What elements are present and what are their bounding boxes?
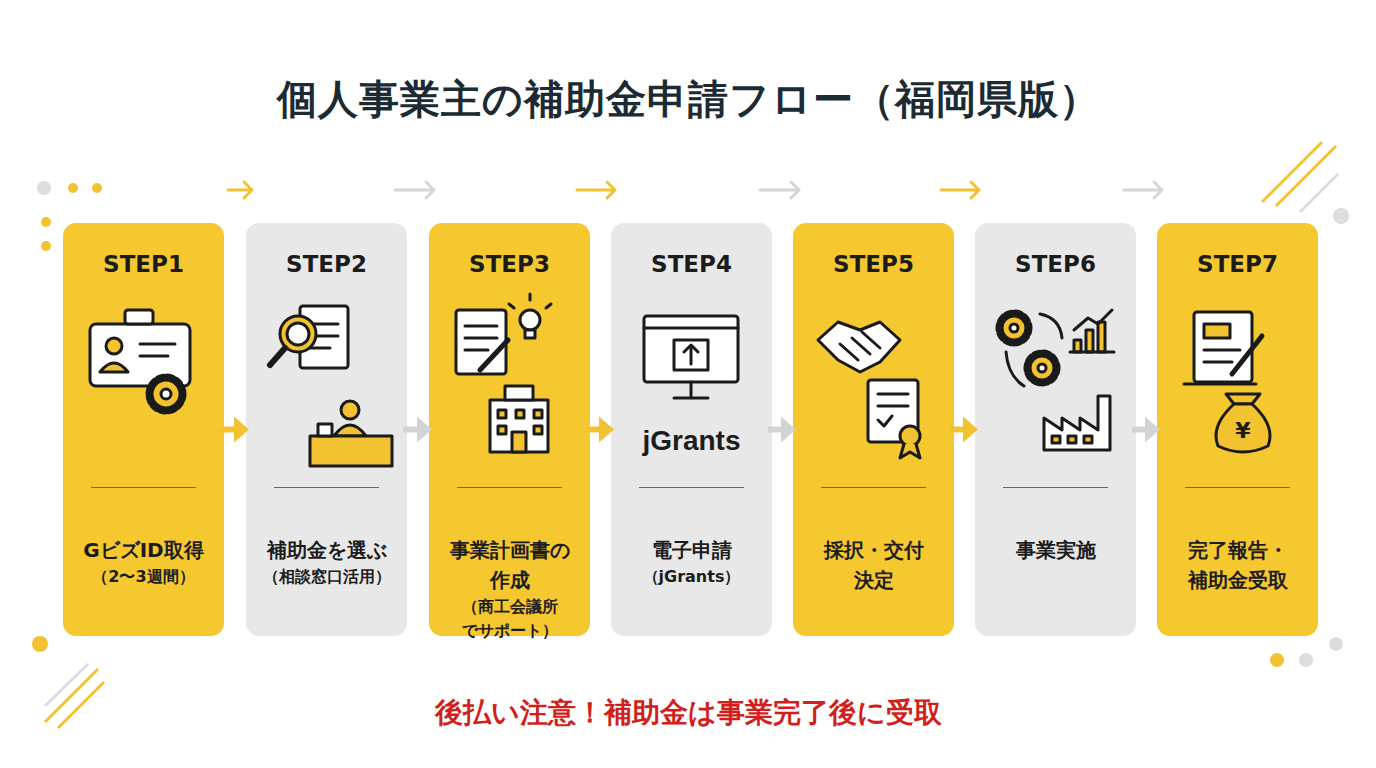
label-area: GビズID取得（2〜3週間） [63, 535, 224, 589]
step-label: 補助金を選ぶ [257, 535, 397, 565]
step-label: 電子申請 [622, 535, 762, 565]
flow-arrow [586, 417, 614, 443]
step-number: STEP6 [975, 251, 1136, 277]
flow-arrow [950, 417, 978, 443]
step-number: STEP4 [611, 251, 772, 277]
label-area: 電子申請（jGrants） [611, 535, 772, 589]
step-label: 完了報告・補助金受取 [1185, 535, 1291, 595]
step-card: 電子申請（jGrants） STEP4 jGrants [611, 223, 772, 636]
step-card: GビズID取得（2〜3週間） STEP1 [63, 223, 224, 636]
step-card: 事業計画書の作成（商工会議所でサポート）STEP3 [429, 223, 590, 636]
divider-line [274, 487, 379, 488]
step-card: 事業実施 STEP6 [975, 223, 1136, 636]
warning-caption: 後払い注意！補助金は事業完了後に受取 [0, 694, 1376, 732]
divider-line [821, 487, 926, 488]
flow-arrow [1132, 417, 1160, 443]
step-note: （商工会議所でサポート） [460, 595, 560, 643]
step-card: 採択・交付決定 STEP5 [793, 223, 954, 636]
step-label: 採択・交付決定 [821, 535, 927, 595]
step-number: STEP7 [1157, 251, 1318, 277]
flow-arrow [768, 417, 796, 443]
step-label: 事業計画書の作成 [447, 535, 573, 595]
flow-arrow [403, 417, 432, 443]
label-area: 完了報告・補助金受取 [1157, 535, 1318, 595]
divider-line [639, 487, 744, 488]
step-label: GビズID取得 [74, 535, 214, 565]
label-area: 採択・交付決定 [793, 535, 954, 595]
label-area: 事業計画書の作成（商工会議所でサポート） [429, 535, 590, 643]
step-note: （jGrants） [617, 565, 767, 589]
currency-symbol: ¥ [1228, 418, 1258, 443]
service-logo: jGrants [611, 425, 772, 457]
step-label: 事業実施 [986, 535, 1126, 565]
diagram-title: 個人事業主の補助金申請フロー（福岡県版） [0, 72, 1376, 127]
step-number: STEP5 [793, 251, 954, 277]
divider-line [457, 487, 562, 488]
step-number: STEP3 [429, 251, 590, 277]
step-note: （2〜3週間） [69, 565, 219, 589]
step-card: 補助金を選ぶ（相談窓口活用） STEP2 [246, 223, 407, 636]
step-number: STEP1 [63, 251, 224, 277]
label-area: 事業実施 [975, 535, 1136, 565]
label-area: 補助金を選ぶ（相談窓口活用） [246, 535, 407, 589]
divider-line [1185, 487, 1290, 488]
divider-line [1003, 487, 1108, 488]
step-note: （相談窓口活用） [252, 565, 402, 589]
flow-arrow [220, 417, 249, 443]
divider-line [91, 487, 196, 488]
step-number: STEP2 [246, 251, 407, 277]
